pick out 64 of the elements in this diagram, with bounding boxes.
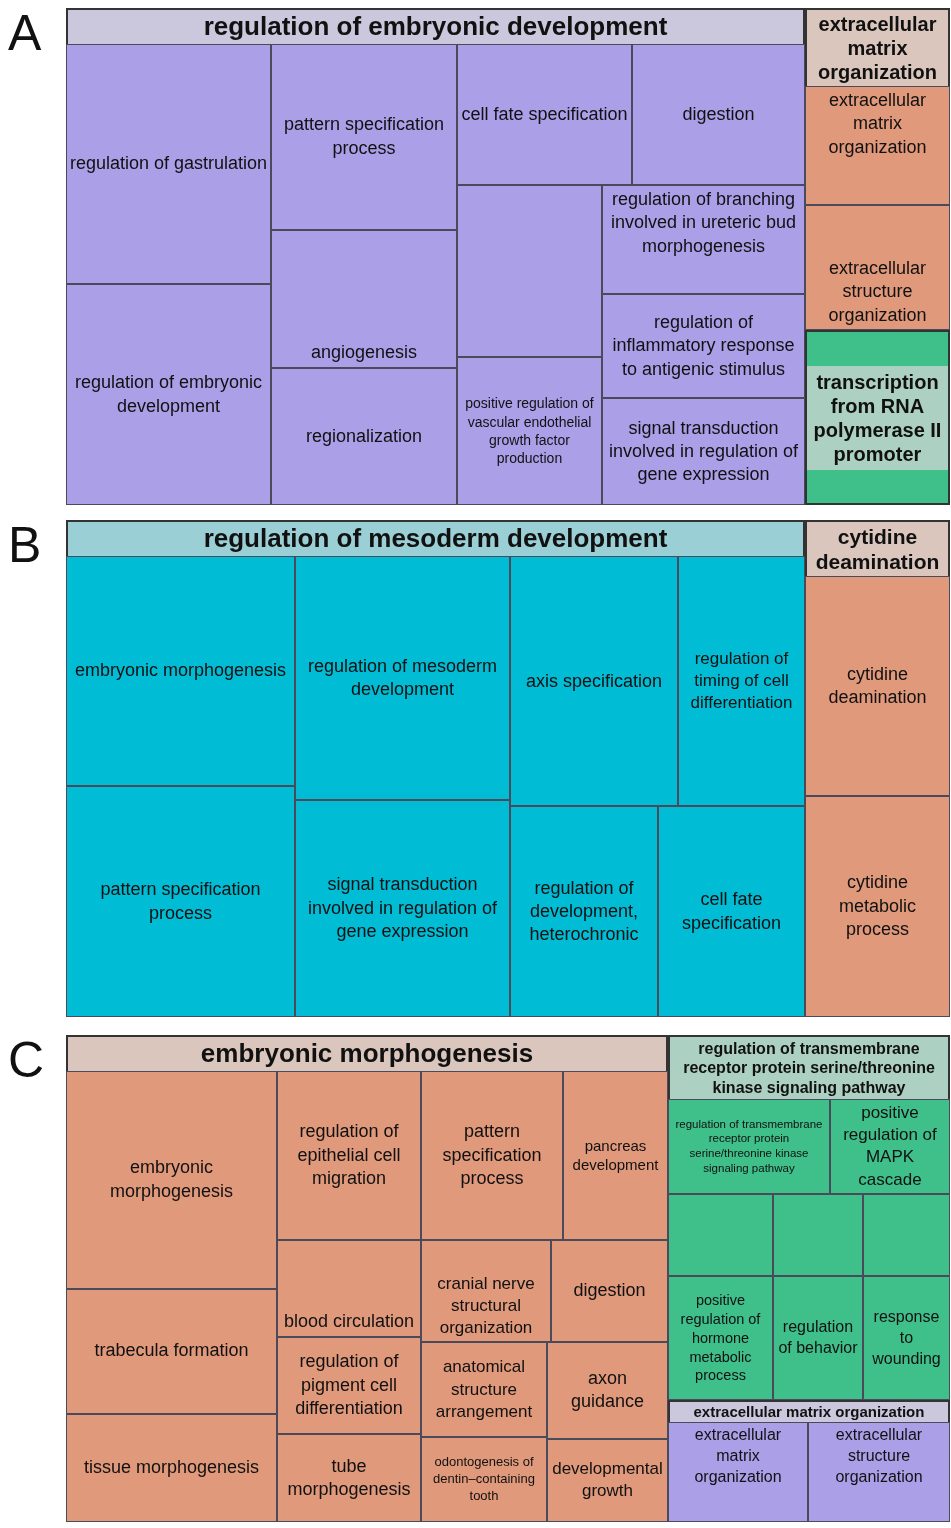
term-tile: cranial nerve structural organization <box>421 1239 551 1343</box>
term-tile: positive regulation of hormone metabolic process <box>668 1276 773 1400</box>
term-tile: regulation of development, heterochronic <box>510 806 658 1017</box>
term-tile: positive regulation of MAPK cascade <box>830 1099 950 1194</box>
term-tile: extracellular matrix organization <box>668 1422 808 1522</box>
term-tile: regulation of embryonic development <box>66 284 271 505</box>
term-tile: cell fate specification <box>658 806 805 1017</box>
term-tile: signal transduction involved in regulation of gene expression <box>295 799 510 1017</box>
cluster-region <box>805 8 950 330</box>
cluster-label: regulation of embryonic development <box>68 10 803 44</box>
cluster-label: transcription from RNA polymerase II promoter <box>807 365 948 470</box>
term-tile: regulation of pigment cell differentiation <box>277 1336 421 1434</box>
term-tile: digestion <box>632 44 805 185</box>
term-tile: angiogenesis <box>271 229 457 368</box>
term-tile: regulation of timing of cell differentiation <box>678 556 805 807</box>
cluster-label: cytidine deamination <box>807 522 948 576</box>
term-tile: cytidine deamination <box>805 576 950 797</box>
cluster-region <box>668 1400 950 1522</box>
cluster-region <box>668 1035 950 1400</box>
term-tile: extracellular matrix organization <box>805 86 950 205</box>
panel-letter: C <box>8 1035 45 1085</box>
term-tile: embryonic morphogenesis <box>66 1071 277 1289</box>
term-tile: axis specification <box>510 556 678 807</box>
term-tile: odontogenesis of dentin–containing tooth <box>421 1436 547 1522</box>
cluster-label: regulation of transmembrane receptor protein serine/threonine kinase signaling pathway <box>670 1037 948 1099</box>
term-tile: tube morphogenesis <box>277 1434 421 1522</box>
term-tile: blood circulation <box>277 1239 421 1337</box>
cluster-region <box>66 520 805 1017</box>
term-tile: regulation of behavior <box>773 1276 863 1400</box>
term-tile: regulation of branching involved in ureteric bud morphogenesis <box>602 185 805 294</box>
term-tile: regulation of epithelial cell migration <box>277 1071 421 1240</box>
term-tile: pattern specification process <box>421 1071 563 1240</box>
cluster-region <box>66 8 805 505</box>
term-tile: pancreas development <box>563 1071 668 1240</box>
cluster-label: extracellular matrix organization <box>670 1402 948 1422</box>
term-tile: regionalization <box>271 367 457 505</box>
term-tile: extracellular structure organization <box>805 204 950 330</box>
panel-letter: B <box>8 520 42 570</box>
term-tile: regulation of mesoderm development <box>295 556 510 800</box>
term-tile: regulation of inflammatory response to antigenic stimulus <box>602 293 805 399</box>
term-tile: axon guidance <box>547 1342 668 1439</box>
term-tile: cell fate specification <box>457 44 632 185</box>
term-tile: signal transduction involved in regulation of gene expression <box>602 398 805 505</box>
term-tile: tissue morphogenesis <box>66 1413 277 1522</box>
term-tile: positive regulation of vascular endothelial growth factor production <box>457 356 602 505</box>
panel-letter: A <box>8 8 42 58</box>
term-tile: response to wounding <box>863 1276 950 1400</box>
term-tile: pattern specification process <box>271 44 457 230</box>
term-tile: anatomical structure arrangement <box>421 1342 547 1437</box>
term-tile: embryonic morphogenesis <box>66 556 295 787</box>
term-tile: regulation of transmembrane receptor protein serine/threonine kinase signaling pathway <box>668 1099 830 1194</box>
term-tile: pattern specification process <box>66 786 295 1017</box>
cluster-label: regulation of mesoderm development <box>68 522 803 556</box>
term-tile: developmental growth <box>547 1438 668 1522</box>
cluster-region <box>805 520 950 1017</box>
term-tile: cytidine metabolic process <box>805 796 950 1017</box>
cluster-region <box>805 330 950 505</box>
cluster-label: extracellular matrix organization <box>807 10 948 86</box>
term-tile: extracellular structure organization <box>808 1422 950 1522</box>
term-tile: regulation of gastrulation <box>66 44 271 285</box>
term-tile: trabecula formation <box>66 1288 277 1414</box>
term-tile: digestion <box>551 1239 668 1343</box>
cluster-region <box>66 1035 668 1522</box>
cluster-label: embryonic morphogenesis <box>68 1037 666 1071</box>
